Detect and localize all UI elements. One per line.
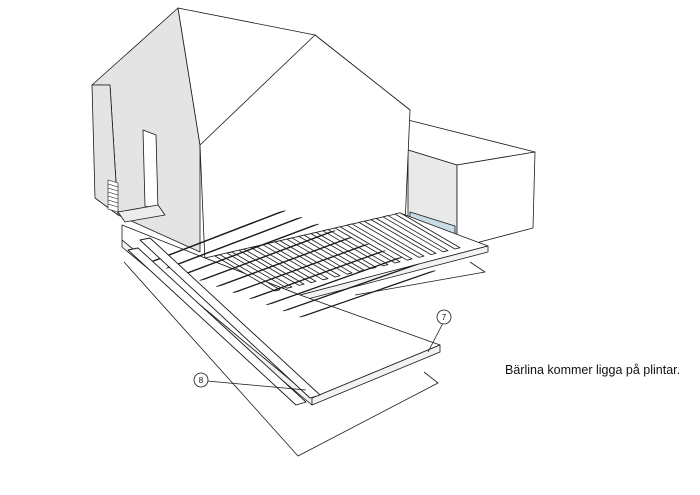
note-text: Bärlina kommer ligga på plintar. <box>505 363 681 377</box>
front-joist <box>282 263 419 312</box>
rear-joist <box>394 212 461 250</box>
rear-joist <box>346 223 413 261</box>
front-joist <box>249 250 386 300</box>
annex-building <box>407 119 536 249</box>
front-joist <box>149 210 286 263</box>
bearing-beams <box>127 237 321 406</box>
front-joist <box>232 243 369 293</box>
rear-joist <box>322 229 389 267</box>
callout-8-number: 8 <box>199 376 204 385</box>
rear-joist <box>382 215 449 253</box>
callout-7-number: 7 <box>442 313 447 322</box>
ground-outline <box>123 261 486 457</box>
front-joist <box>266 257 403 306</box>
rear-joist <box>334 226 401 264</box>
callout-8: 8 <box>193 372 307 391</box>
front-joist <box>216 237 353 287</box>
front-joist <box>299 270 436 318</box>
rear-joist <box>370 217 437 256</box>
rear-joist <box>226 251 293 289</box>
callout-7: 7 <box>427 309 452 353</box>
rear-joist <box>274 240 341 278</box>
main-house <box>91 7 411 263</box>
rear-joist <box>286 237 353 275</box>
front-joist <box>199 230 336 281</box>
front-joists <box>149 210 436 318</box>
vent-grille <box>107 179 119 213</box>
rear-joist <box>358 220 425 258</box>
